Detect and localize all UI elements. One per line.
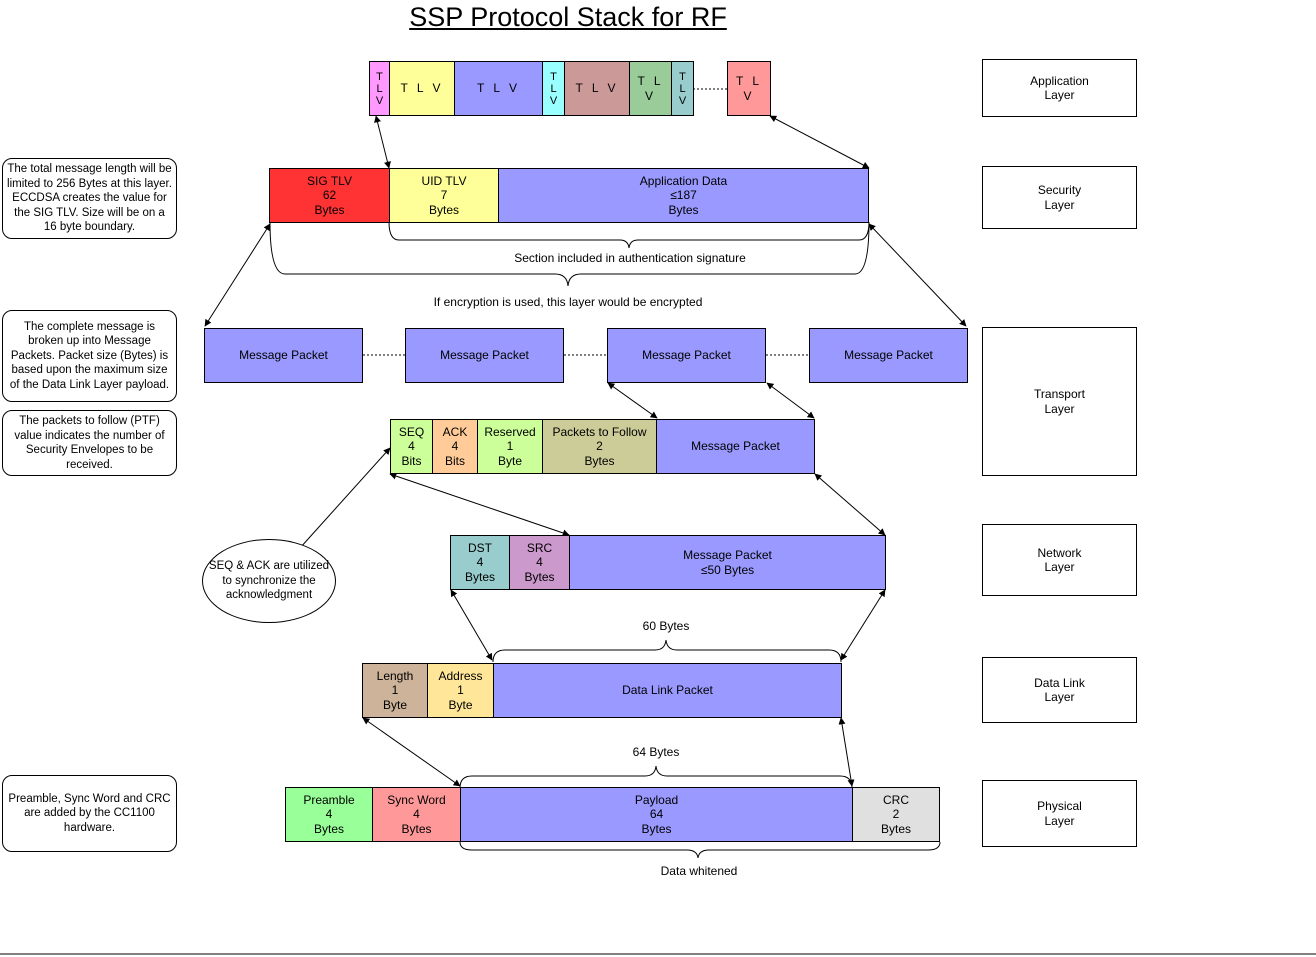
src-field: SRC 4 Bytes (509, 535, 570, 590)
network-layer-box: Network Layer (982, 524, 1137, 596)
security-note: The total message length will be limited… (2, 158, 177, 239)
seq-field: SEQ 4 Bits (390, 419, 433, 474)
diagram-title: SSP Protocol Stack for RF (409, 2, 727, 32)
tlv-field-4: T L V (542, 61, 565, 116)
arrow-app-right (769, 115, 870, 169)
tlv-field-7: T L V (671, 61, 694, 116)
sync-word-field: Sync Word 4 Bytes (372, 787, 461, 842)
data-link-layer-box: Data Link Layer (982, 657, 1137, 723)
auth-brace (388, 221, 870, 249)
tlv-field-3: T L V (454, 61, 543, 116)
transport-message-packet: Message Packet (656, 419, 815, 474)
tlv-field-2: T L V (389, 61, 455, 116)
sixty-bytes-label: 60 Bytes (642, 619, 690, 633)
preamble-field: Preamble 4 Bytes (285, 787, 373, 842)
tlv-field-5: T L V (564, 61, 630, 116)
seq-ack-note: SEQ & ACK are utilized to synchronize th… (202, 539, 336, 623)
sixty-four-bytes-label: 64 Bytes (632, 745, 680, 759)
ptf-note: The packets to follow (PTF) value indica… (2, 410, 177, 476)
message-packet-4: Message Packet (809, 328, 968, 383)
application-layer-box: Application Layer (982, 59, 1137, 117)
physical-layer-box: Physical Layer (982, 780, 1137, 847)
uid-tlv-field: UID TLV 7 Bytes (389, 168, 499, 223)
ack-field: ACK 4 Bits (432, 419, 478, 474)
arrow-app-left (374, 115, 391, 169)
data-whitened-label: Data whitened (660, 864, 738, 878)
application-data-field: Application Data ≤187 Bytes (498, 168, 869, 223)
data-link-packet: Data Link Packet (493, 663, 842, 718)
arrow-sec-right (868, 223, 967, 327)
physical-note: Preamble, Sync Word and CRC are added by… (2, 775, 177, 852)
sig-tlv-field: SIG TLV 62 Bytes (269, 168, 390, 223)
length-field: Length 1 Byte (362, 663, 428, 718)
address-field: Address 1 Byte (427, 663, 494, 718)
network-message-packet: Message Packet ≤50 Bytes (569, 535, 886, 590)
packets-to-follow-field: Packets to Follow 2 Bytes (542, 419, 657, 474)
reserved-field: Reserved 1 Byte (477, 419, 543, 474)
encryption-label: If encryption is used, this layer would … (433, 295, 703, 309)
payload-field: Payload 64 Bytes (460, 787, 853, 842)
auth-signature-label: Section included in authentication signa… (514, 251, 746, 265)
dst-field: DST 4 Bytes (450, 535, 510, 590)
message-packet-1: Message Packet (204, 328, 363, 383)
encrypt-brace (269, 221, 870, 287)
crc-field: CRC 2 Bytes (852, 787, 940, 842)
message-packet-2: Message Packet (405, 328, 564, 383)
tlv-field-6: T L V (629, 61, 672, 116)
security-layer-box: Security Layer (982, 166, 1137, 229)
message-packet-3: Message Packet (607, 328, 766, 383)
arrow-sec-left (204, 223, 271, 327)
tlv-field-8: T L V (727, 61, 771, 116)
transport-note: The complete message is broken up into M… (2, 310, 177, 402)
transport-layer-box: Transport Layer (982, 327, 1137, 476)
tlv-field-1: T L V (369, 61, 390, 116)
